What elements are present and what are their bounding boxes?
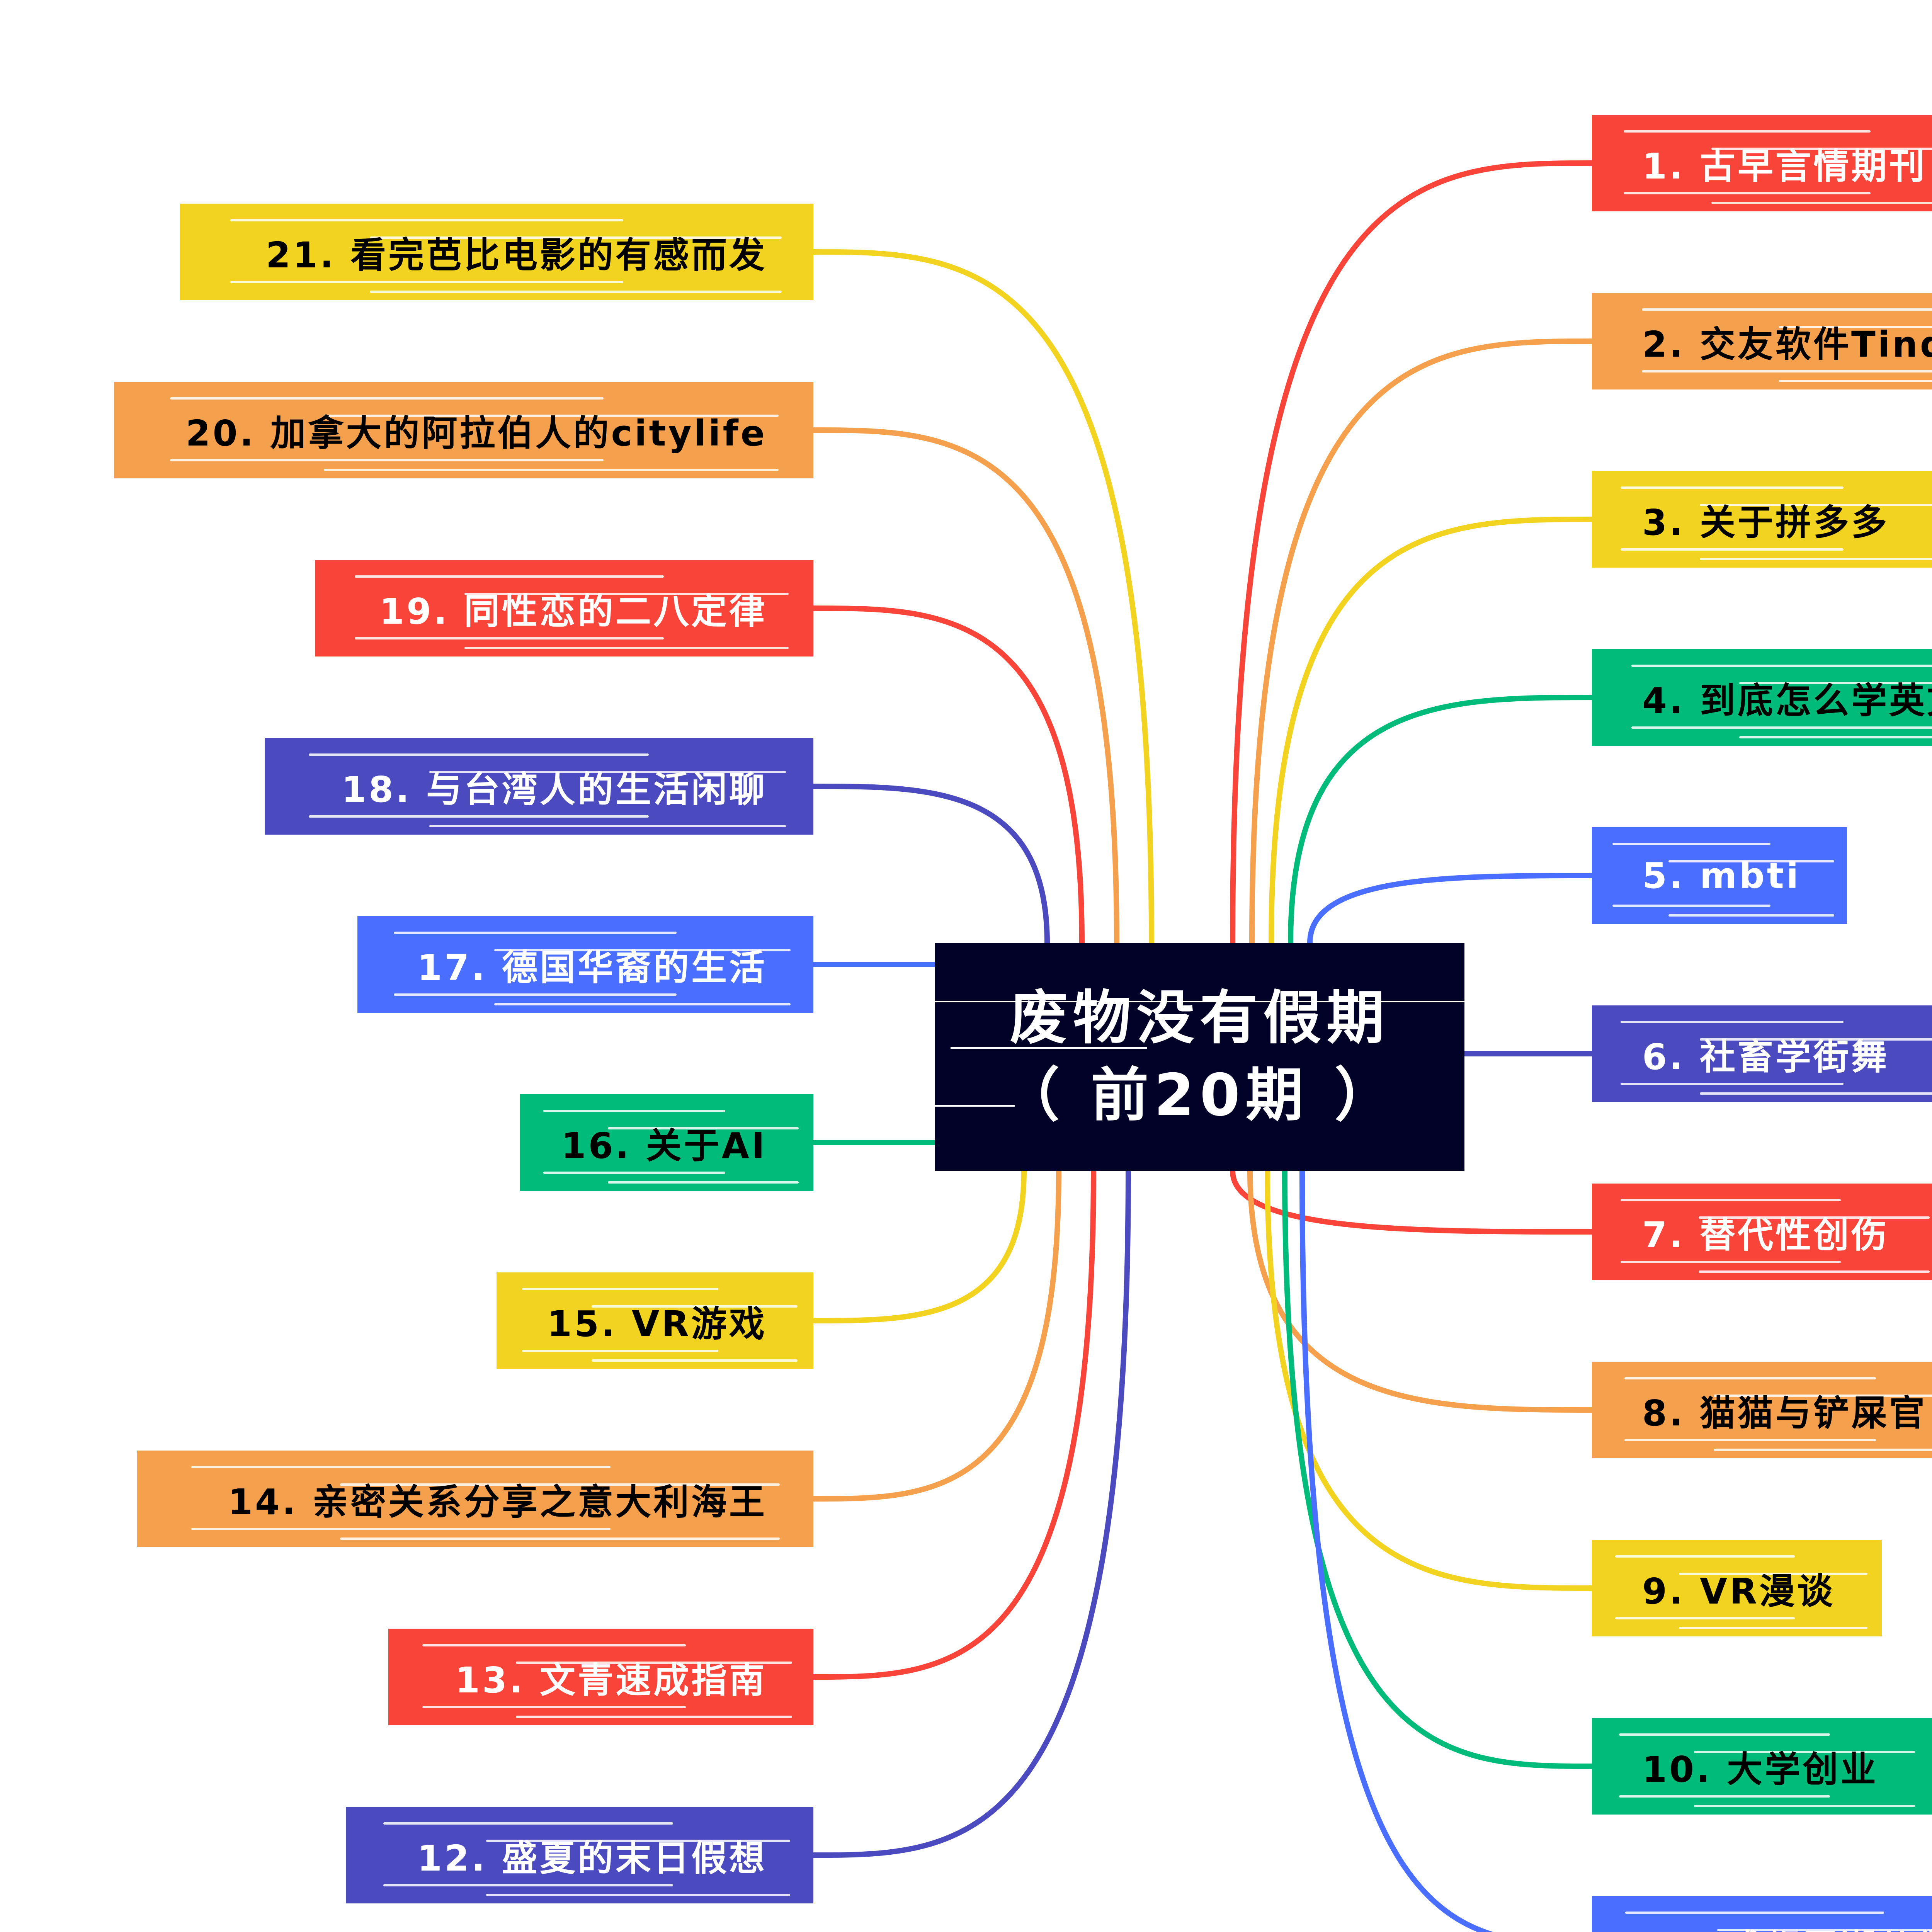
connector-line xyxy=(1307,873,1592,943)
connector-line xyxy=(1269,517,1592,943)
topic-label: 15. VR游戏 xyxy=(547,1303,767,1345)
connector-line xyxy=(1249,338,1592,943)
central-topic-subtitle: （ 前20期 ） xyxy=(1002,1062,1398,1129)
topic-label: 18. 与台湾人的生活闲聊 xyxy=(341,769,767,810)
central-topic-title: 废物没有假期 xyxy=(1009,985,1390,1052)
connector-line xyxy=(1265,1170,1592,1591)
topic-left-5[interactable]: 17. 德国华裔的生活 xyxy=(357,916,813,1013)
connector-line xyxy=(813,1170,1061,1502)
connector-line xyxy=(813,1170,1027,1323)
topic-label: 9. VR漫谈 xyxy=(1642,1570,1835,1612)
topic-label: 2. 交友软件Tinder使用心得 xyxy=(1642,323,1932,365)
topic-right-11[interactable]: 11. 成都弄潮儿们 xyxy=(1592,1896,1932,1932)
topic-label: 14. 亲密关系分享之意大利海王 xyxy=(228,1481,767,1523)
connector-line xyxy=(1282,1170,1592,1769)
topic-left-6[interactable]: 16. 关于AI xyxy=(520,1094,813,1191)
connector-line xyxy=(813,784,1050,943)
topic-left-3[interactable]: 19. 同性恋的二八定律 xyxy=(315,560,813,656)
connector-line xyxy=(813,427,1119,943)
topic-right-4[interactable]: 4. 到底怎么学英文啊 xyxy=(1592,649,1932,746)
topic-right-7[interactable]: 7. 替代性创伤 xyxy=(1592,1184,1932,1280)
connector-line xyxy=(813,1170,1131,1858)
topic-right-9[interactable]: 9. VR漫谈 xyxy=(1592,1540,1882,1636)
connector-line xyxy=(1230,160,1592,943)
connector-line xyxy=(813,249,1154,943)
topic-right-5[interactable]: 5. mbti xyxy=(1592,827,1847,924)
connector-line xyxy=(1230,1170,1592,1235)
topic-label: 11. 成都弄潮儿们 xyxy=(1642,1919,1932,1932)
topic-label: 21. 看完芭比电影的有感而发 xyxy=(265,234,767,276)
topic-right-8[interactable]: 8. 猫猫与铲屎官 xyxy=(1592,1362,1932,1458)
topic-left-1[interactable]: 21. 看完芭比电影的有感而发 xyxy=(180,204,813,300)
topic-label: 19. 同性恋的二八定律 xyxy=(379,590,767,632)
topic-left-8[interactable]: 14. 亲密关系分享之意大利海王 xyxy=(137,1451,813,1547)
topic-left-9[interactable]: 13. 文青速成指南 xyxy=(388,1629,813,1725)
topic-left-4[interactable]: 18. 与台湾人的生活闲聊 xyxy=(265,738,813,835)
topic-label: 12. 盛夏的末日假想 xyxy=(417,1837,767,1879)
connector-line xyxy=(1288,695,1592,943)
central-topic[interactable]: 废物没有假期 （ 前20期 ） xyxy=(935,943,1464,1171)
connector-line xyxy=(1299,1170,1494,1932)
topic-label: 4. 到底怎么学英文啊 xyxy=(1642,680,1932,721)
topic-label: 16. 关于AI xyxy=(561,1125,767,1167)
topic-right-6[interactable]: 6. 社畜学街舞 xyxy=(1592,1005,1932,1102)
topic-left-10[interactable]: 12. 盛夏的末日假想 xyxy=(346,1807,813,1903)
topic-label: 10. 大学创业 xyxy=(1642,1748,1879,1790)
topic-label: 8. 猫猫与铲屎官 xyxy=(1642,1392,1927,1434)
connector-line xyxy=(1247,1170,1592,1413)
topic-label: 5. mbti xyxy=(1642,855,1801,896)
topic-label: 3. 关于拼多多 xyxy=(1642,502,1889,543)
topic-label: 7. 替代性创伤 xyxy=(1642,1214,1889,1256)
topic-right-2[interactable]: 2. 交友软件Tinder使用心得 xyxy=(1592,293,1932,389)
topic-label: 1. 古早言情期刊 xyxy=(1642,145,1927,187)
connector-line xyxy=(813,605,1085,943)
topic-right-1[interactable]: 1. 古早言情期刊 xyxy=(1592,115,1932,211)
connector-line xyxy=(813,1170,1096,1680)
topic-right-3[interactable]: 3. 关于拼多多 xyxy=(1592,471,1932,568)
topic-label: 20. 加拿大的阿拉伯人的citylife xyxy=(185,412,767,454)
topic-left-2[interactable]: 20. 加拿大的阿拉伯人的citylife xyxy=(114,382,813,478)
topic-right-10[interactable]: 10. 大学创业 xyxy=(1592,1718,1932,1815)
topic-label: 6. 社畜学街舞 xyxy=(1642,1036,1889,1078)
topic-left-7[interactable]: 15. VR游戏 xyxy=(497,1272,813,1369)
topic-label: 17. 德国华裔的生活 xyxy=(417,947,767,988)
topic-label: 13. 文青速成指南 xyxy=(455,1659,767,1701)
